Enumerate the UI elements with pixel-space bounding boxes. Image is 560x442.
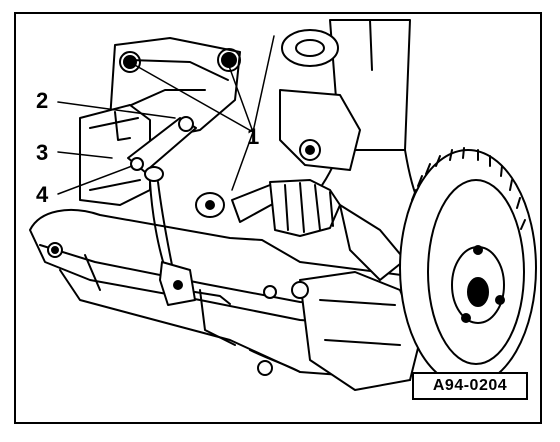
brake-disc — [399, 147, 537, 387]
callout-4: 4 — [36, 182, 49, 207]
callout-1: 1 — [247, 124, 260, 149]
callout-3: 3 — [36, 140, 49, 165]
brake-caliper — [257, 271, 421, 391]
illustration-frame — [14, 12, 542, 424]
leader-lines — [57, 35, 275, 195]
coupling-rod — [144, 166, 231, 306]
figure-code: A94-0204 — [432, 377, 508, 394]
tie-rod-boot — [195, 179, 406, 281]
wheel-bearing-housing — [279, 89, 361, 171]
sensor-lever — [127, 116, 197, 173]
callout-2: 2 — [36, 88, 49, 113]
figure-code-box: A94-0204 — [412, 372, 528, 400]
bolts — [47, 242, 277, 299]
level-sensor-body — [79, 104, 151, 206]
